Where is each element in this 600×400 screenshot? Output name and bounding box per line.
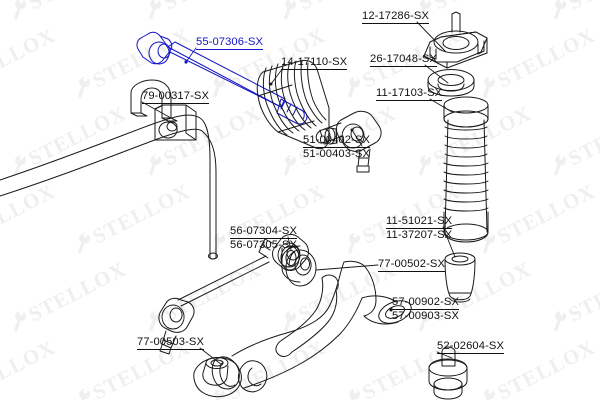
leader-14-17110 [270, 67, 284, 85]
part-number-label-control-arm-bushing-front: 77-00503-SX [137, 336, 205, 350]
part-number-label-control-arm-bushing-rear: 77-00502-SX [378, 258, 446, 272]
part-shock-absorber-dust-cover [443, 96, 489, 243]
part-number-label-strut-mount-bearing: 26-17048-SX [370, 53, 438, 67]
leader-56-07304 [287, 236, 292, 251]
leader-11-51021 [442, 226, 456, 258]
part-number-label-stabilizer-link-left: 56-07304-SX [230, 225, 298, 239]
part-lower-control-arm [211, 245, 412, 393]
leader-77-00503 [199, 347, 223, 366]
leader-77-00502 [315, 264, 379, 271]
part-number-label-bump-stop-lower: 11-37207-SX [386, 229, 453, 241]
part-number-label-outer-tie-rod-end-left: 51-00402-SX [303, 134, 371, 148]
leader-51-00402 [351, 129, 363, 147]
leader-11-17103 [429, 98, 453, 113]
part-bump-stop [444, 252, 476, 303]
part-strut-mount-bearing [427, 69, 475, 97]
part-stabilizer-bar-bushing [130, 79, 197, 141]
part-control-arm-bushing-rear [285, 249, 317, 287]
leader-12-17286 [416, 21, 447, 53]
leader-dot-51-00402 [350, 128, 354, 132]
part-outer-tie-rod-end [315, 110, 382, 173]
leader-79-00317 [141, 101, 172, 119]
part-control-arm-bushing-front [193, 357, 242, 398]
part-number-label-outer-tie-rod-end-right: 51-00403-SX [303, 148, 371, 160]
part-stabilizer-bar [0, 114, 218, 260]
leader-dot-14-17110 [269, 82, 273, 86]
part-number-label-bump-stop-upper: 11-51021-SX [386, 215, 453, 229]
leader-26-17048 [424, 64, 449, 84]
part-steering-rack-bellows-boot [256, 59, 338, 150]
part-number-label-stabilizer-bar-bushing: 79-00317-SX [142, 90, 210, 104]
part-number-label-inner-tie-rod-axial-joint: 55-07306-SX [196, 36, 264, 50]
part-number-label-shock-absorber-dust-cover: 11-17103-SX [376, 87, 443, 101]
part-number-label-lower-ball-joint: 52-02604-SX [437, 340, 505, 354]
part-number-label-stabilizer-link-right: 56-07305-SX [230, 239, 298, 251]
leader-dot-55-07306 [184, 60, 188, 64]
part-lower-ball-joint [428, 346, 468, 400]
part-number-label-strut-mount: 12-17286-SX [362, 10, 430, 24]
leader-55-07306 [185, 47, 197, 63]
part-number-label-ball-joint-right: 57-00903-SX [392, 310, 460, 322]
part-stabilizer-link [158, 234, 309, 355]
part-number-label-ball-joint-left: 57-00902-SX [392, 296, 460, 310]
part-number-label-steering-rack-bellows-boot: 14-17110-SX [281, 56, 348, 70]
part-strut-mount [423, 11, 488, 69]
leader-dot-57-00902 [389, 308, 393, 312]
